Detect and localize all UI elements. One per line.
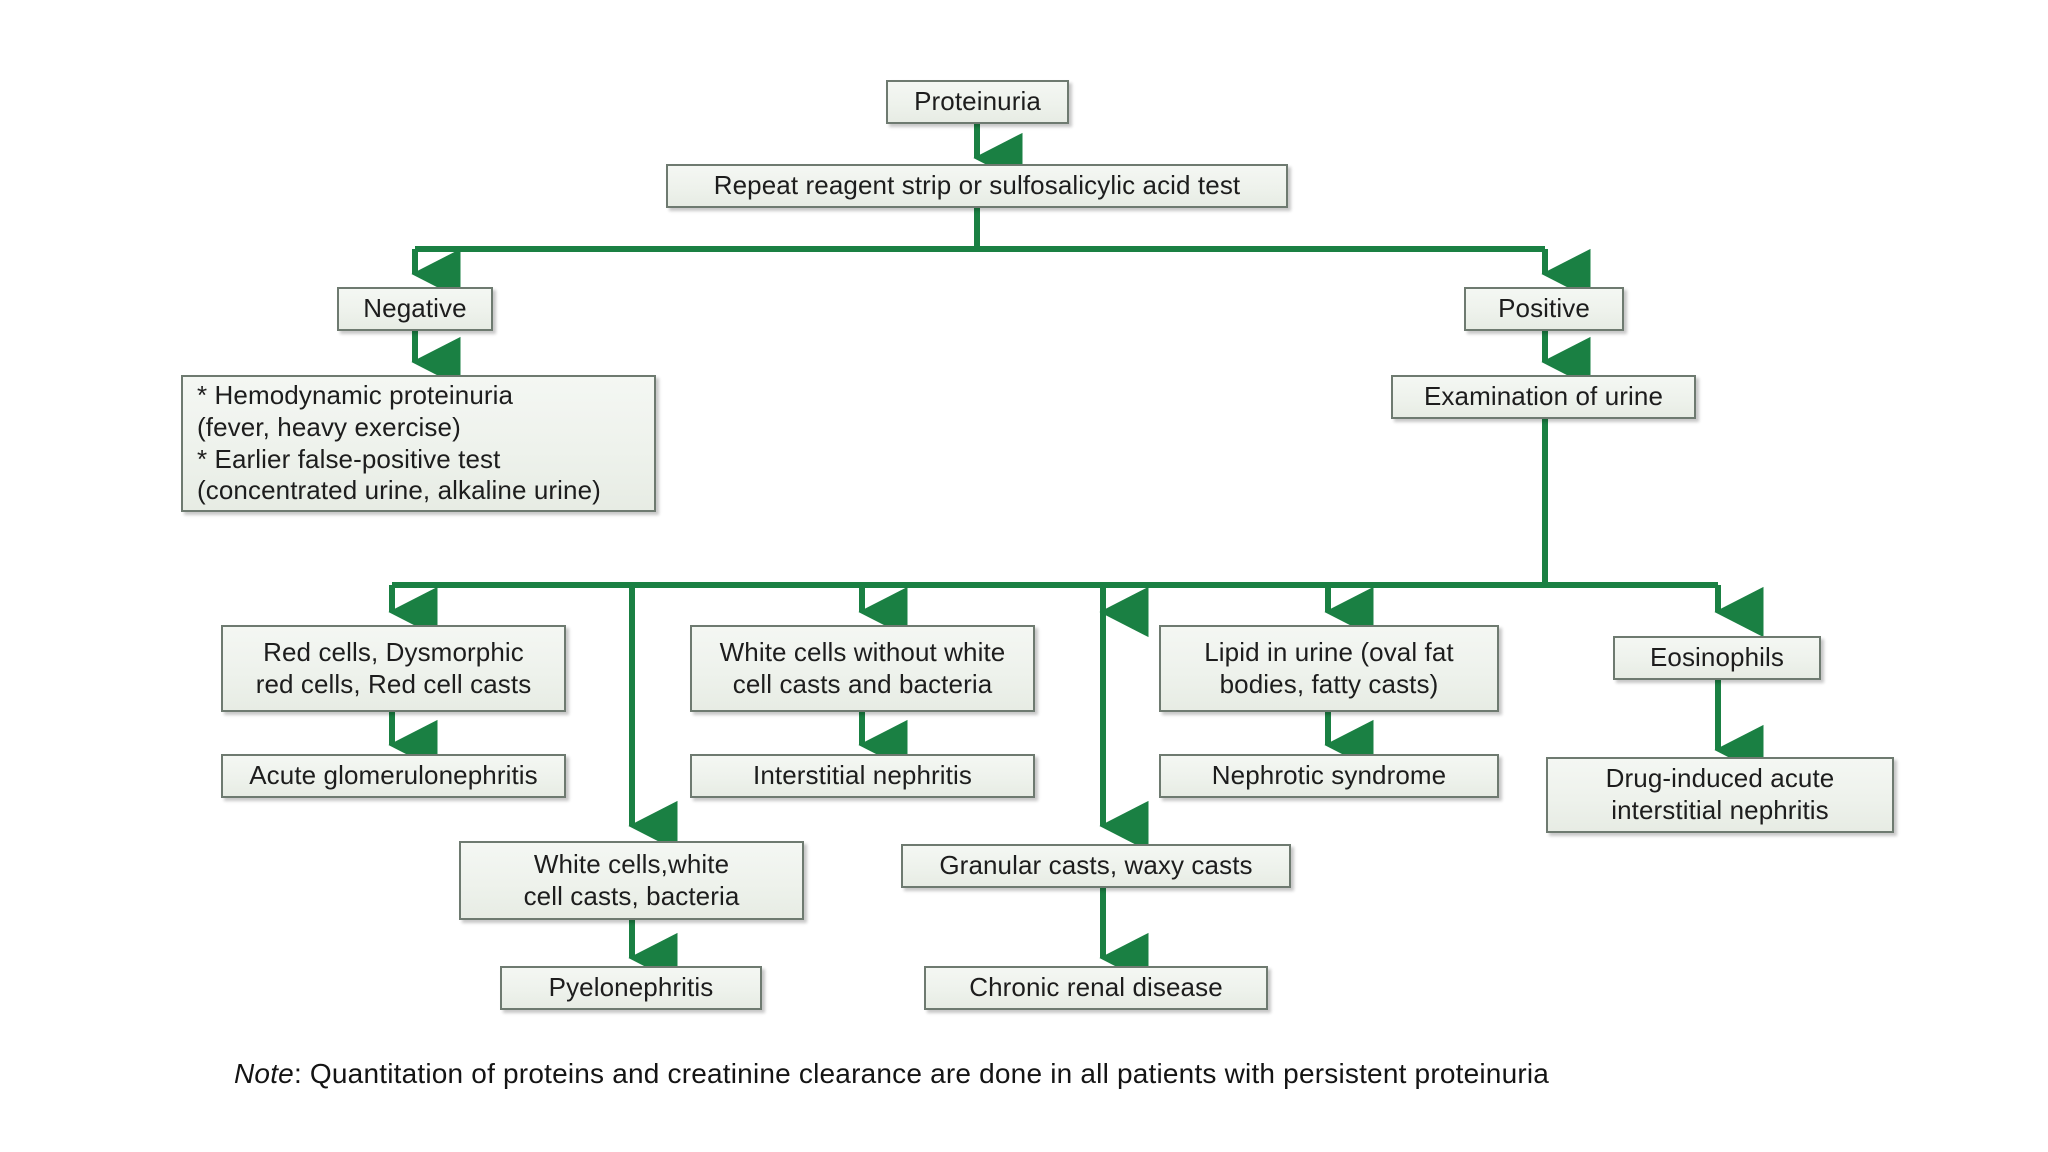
node-acute-glomerulonephritis[interactable]: Acute glomerulonephritis — [221, 754, 566, 798]
node-interstitial-nephritis[interactable]: Interstitial nephritis — [690, 754, 1035, 798]
footnote-emphasis: Note — [234, 1058, 294, 1089]
node-negative[interactable]: Negative — [337, 287, 493, 331]
node-red-cells[interactable]: Red cells, Dysmorphic red cells, Red cel… — [221, 625, 566, 712]
footnote-separator: : — [293, 1058, 310, 1089]
node-lipid-in-urine[interactable]: Lipid in urine (oval fat bodies, fatty c… — [1159, 625, 1499, 712]
node-drug-induced-interstitial-nephritis[interactable]: Drug-induced acute interstitial nephriti… — [1546, 757, 1894, 833]
node-proteinuria[interactable]: Proteinuria — [886, 80, 1069, 124]
node-nephrotic-syndrome[interactable]: Nephrotic syndrome — [1159, 754, 1499, 798]
node-examination-of-urine[interactable]: Examination of urine — [1391, 375, 1696, 419]
footnote: Note: Quantitation of proteins and creat… — [234, 1058, 1549, 1090]
node-eosinophils[interactable]: Eosinophils — [1613, 636, 1821, 680]
node-repeat-test[interactable]: Repeat reagent strip or sulfosalicylic a… — [666, 164, 1288, 208]
node-white-cells-without-casts[interactable]: White cells without white cell casts and… — [690, 625, 1035, 712]
node-pyelonephritis[interactable]: Pyelonephritis — [500, 966, 762, 1010]
node-white-cells-casts-bacteria[interactable]: White cells,white cell casts, bacteria — [459, 841, 804, 920]
node-positive[interactable]: Positive — [1464, 287, 1624, 331]
footnote-text: Quantitation of proteins and creatinine … — [309, 1058, 1550, 1089]
node-granular-casts[interactable]: Granular casts, waxy casts — [901, 844, 1291, 888]
node-hemodynamic-proteinuria[interactable]: * Hemodynamic proteinuria (fever, heavy … — [181, 375, 656, 512]
node-chronic-renal-disease[interactable]: Chronic renal disease — [924, 966, 1268, 1010]
